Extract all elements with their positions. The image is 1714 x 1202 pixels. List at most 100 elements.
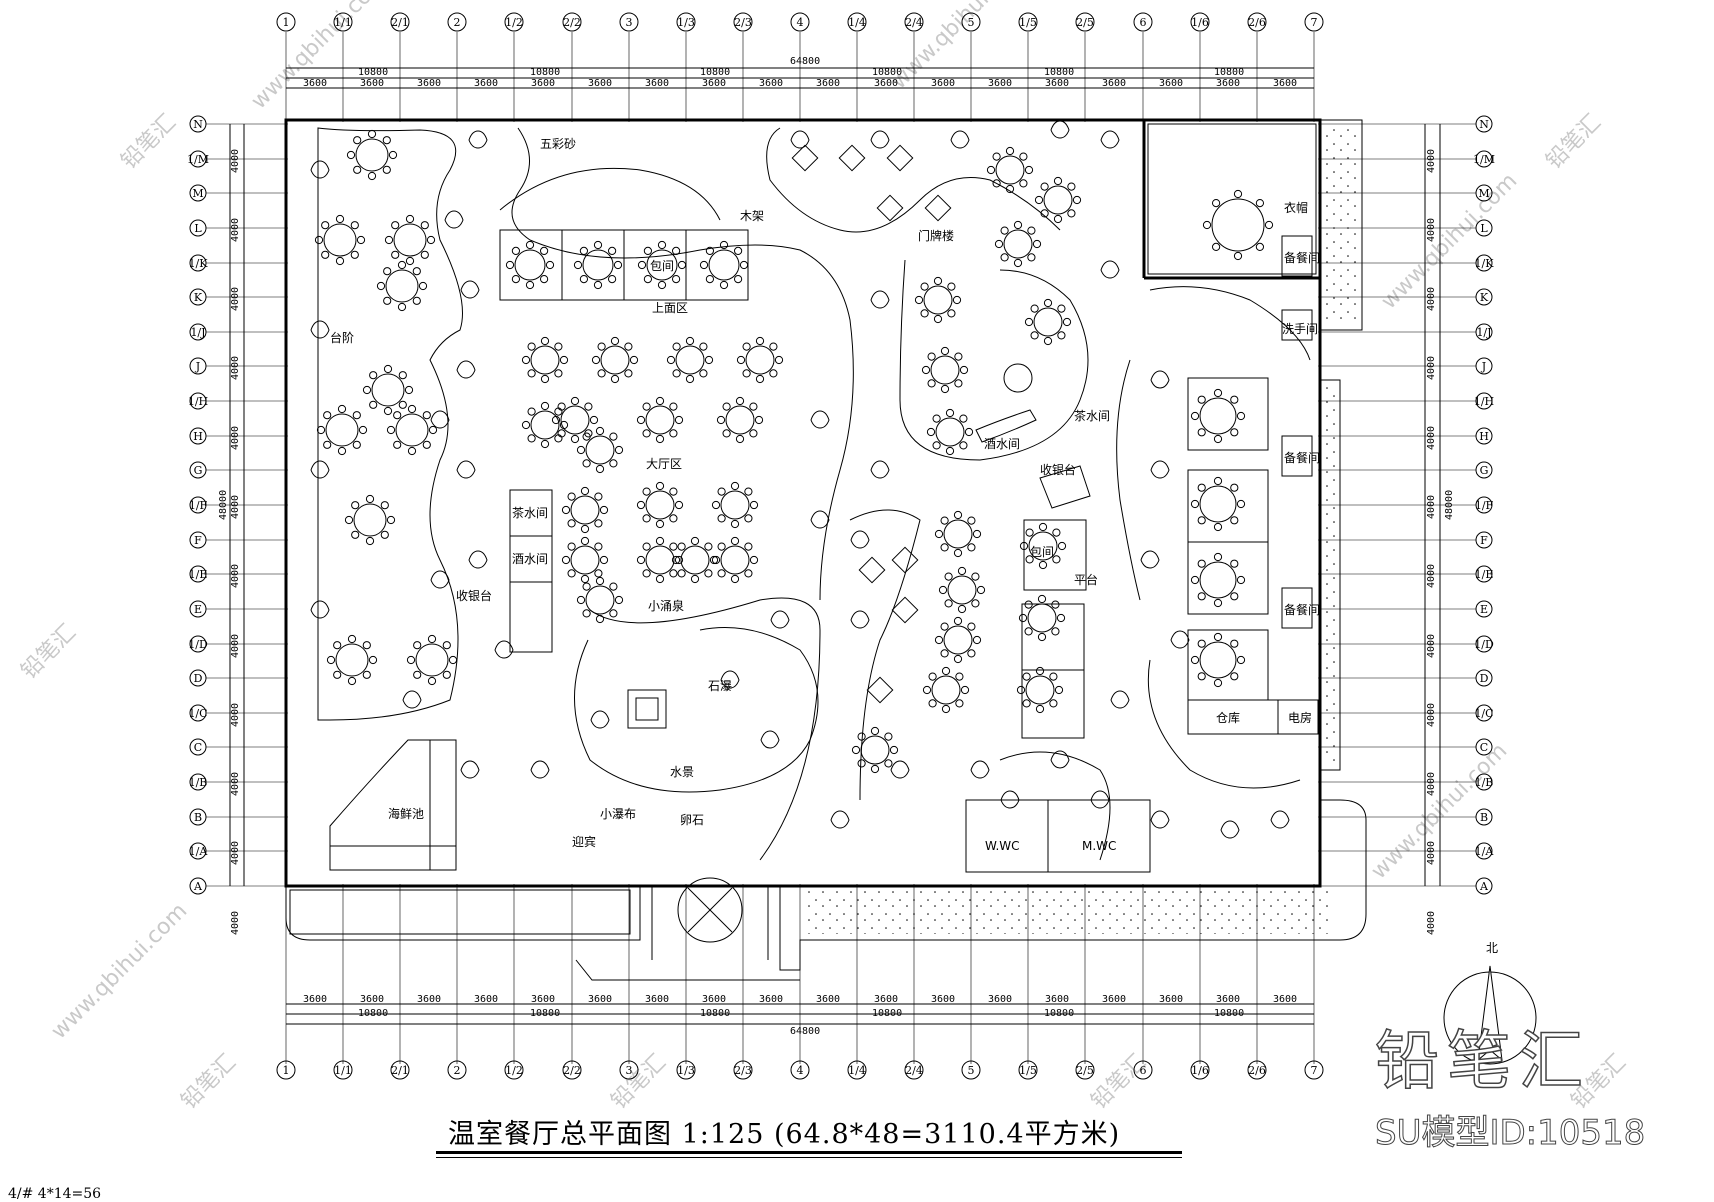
module-dim: 3600: [588, 78, 612, 89]
axis-bubble: [1475, 461, 1493, 479]
watermark-layer: 铅笔汇 铅笔汇 铅笔汇 铅笔汇 铅笔汇 铅笔汇 铅笔汇 www.qbihui.c…: [17, 0, 1631, 1114]
module-dim: 3600: [931, 994, 955, 1005]
axis-label-row: 1/E: [1475, 568, 1494, 581]
axis-label-row: 1/F: [1475, 499, 1494, 512]
water-feature: [627, 363, 1033, 729]
axis-bubble: [1475, 565, 1493, 583]
round-table: [1024, 298, 1072, 346]
dimension-bottom: 64800 10800 10800 10800 10800 10800 1080…: [286, 1003, 1314, 1037]
shrub: [494, 640, 514, 659]
axis-bubble: [961, 1060, 981, 1080]
round-table: [716, 396, 764, 444]
axis-bubble: [733, 12, 753, 32]
shrub: [1170, 630, 1190, 649]
axis-bubble: [1075, 12, 1095, 32]
axis-label-row: A: [193, 880, 203, 893]
square-table: [876, 194, 904, 222]
round-table: [1190, 552, 1246, 608]
round-table: [573, 240, 623, 290]
round-table: [344, 494, 396, 546]
row-dim: 4000: [1426, 218, 1437, 242]
round-table: [986, 146, 1034, 194]
axis-label-row: 1/J: [190, 326, 205, 339]
shrub: [468, 550, 488, 569]
axis-label-row: B: [194, 811, 202, 824]
row-dim: 4000: [1426, 911, 1437, 935]
shrub: [456, 360, 476, 379]
bay-dim: 10800: [1044, 1008, 1074, 1019]
axis-bubble: [447, 1060, 467, 1080]
round-table: [736, 336, 784, 384]
axis-label-column: 1/2: [505, 16, 523, 29]
row-dim: 4000: [1426, 703, 1437, 727]
axis-bubble: [189, 773, 207, 791]
square-table: [791, 144, 819, 172]
private-rooms-east: 备餐间 备餐间 备餐间 洗手间 衣帽 仓库 电房: [1147, 123, 1320, 735]
axis-bubble: [189, 600, 207, 618]
axis-label-row: 1/E: [189, 568, 208, 581]
axis-bubble: [333, 1060, 353, 1080]
shrub: [310, 160, 330, 179]
round-table: [326, 634, 378, 686]
title-underline-thin: [436, 1157, 1182, 1158]
axis-label-row: L: [194, 222, 202, 235]
building-outline: [284, 118, 1367, 971]
axis-label-row: 1/C: [1474, 707, 1493, 720]
axis-bubble: [1133, 12, 1153, 32]
shrub: [830, 810, 850, 829]
axis-label-column: 1: [283, 1064, 290, 1077]
module-dim: 3600: [531, 78, 555, 89]
drawing-title: 温室餐厅总平面图 1:125 (64.8*48=3110.4平方米): [448, 1119, 1121, 1150]
module-dim: 3600: [474, 78, 498, 89]
module-dim: 3600: [1102, 994, 1126, 1005]
wc-block: W.WC M.WC: [965, 799, 1151, 873]
axis-label-row: N: [1479, 118, 1489, 131]
axis-bubble: [1475, 184, 1493, 202]
shrub: [402, 690, 422, 709]
label-upper-area: 上面区: [652, 301, 688, 315]
axis-bubble: [1475, 288, 1493, 306]
axis-label-column: 7: [1311, 16, 1318, 29]
row-dim: 4000: [1426, 426, 1437, 450]
axis-label-column: 1/3: [677, 1064, 695, 1077]
axis-label-column: 1/6: [1191, 16, 1209, 29]
axis-label-row: 1/M: [1473, 153, 1495, 166]
label-wine-room-2: 酒水间: [984, 437, 1020, 451]
label-pantry-2: 备餐间: [1284, 450, 1320, 465]
axis-bubble: [904, 1060, 924, 1080]
axis-bubble: [1304, 1060, 1324, 1080]
overall-depth-left: 48000: [218, 490, 229, 520]
row-dim: 4000: [230, 634, 241, 658]
axis-bubble: [447, 12, 467, 32]
axis-bubble: [1475, 842, 1493, 860]
row-dim: 4000: [230, 703, 241, 727]
axis-bubble: [189, 219, 207, 237]
row-dim: 4000: [1426, 495, 1437, 519]
label-platform: 平台: [1074, 572, 1098, 587]
axis-label-column: 2/1: [391, 16, 409, 29]
label-colored-sand: 五彩砂: [540, 137, 576, 151]
shrub: [810, 510, 830, 529]
shrub: [720, 670, 740, 689]
module-dim: 3600: [1159, 994, 1183, 1005]
axis-bubble: [189, 808, 207, 826]
axis-label-column: 7: [1311, 1064, 1318, 1077]
module-dim: 3600: [474, 994, 498, 1005]
shrub: [1090, 790, 1110, 809]
row-dim: 4000: [1426, 772, 1437, 796]
bay-dim: 10800: [530, 1008, 560, 1019]
axis-label-column: 1/1: [334, 1064, 352, 1077]
round-table: [922, 666, 970, 714]
service-rooms-west: 茶水间 酒水间 收银台: [456, 489, 553, 653]
dimension-left: 48000: [218, 124, 245, 886]
bay-dim: 10800: [700, 1008, 730, 1019]
axis-label-column: 1: [283, 16, 290, 29]
round-table: [851, 726, 899, 774]
module-dim: 3600: [988, 78, 1012, 89]
label-private-room: 包间: [650, 259, 674, 273]
round-table: [934, 510, 982, 558]
axis-bubble: [904, 12, 924, 32]
axis-bubble: [1018, 1060, 1038, 1080]
axis-bubble: [562, 12, 582, 32]
